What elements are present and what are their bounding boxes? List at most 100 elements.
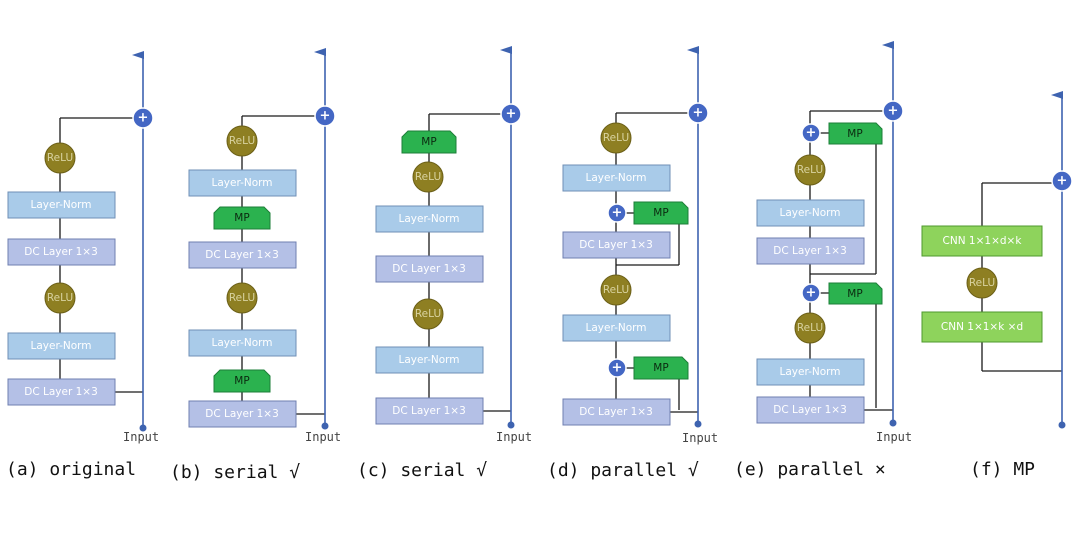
svg-text:ReLU: ReLU [229, 135, 255, 147]
layer-norm-box: Layer-Norm [7, 332, 116, 360]
mp-block: MP [213, 369, 271, 393]
layer-norm-box: Layer-Norm [188, 329, 297, 357]
layer-norm-box: Layer-Norm [562, 314, 671, 342]
panel-e-parallel: DC Layer 1×3 Layer-Norm ReLU + MP DC Lay… [734, 41, 912, 480]
plus-node: + [801, 283, 821, 303]
layer-norm-box: Layer-Norm [756, 358, 865, 386]
svg-text:+: + [806, 126, 817, 141]
plus-node: + [1051, 170, 1073, 192]
plus-node: + [882, 100, 904, 122]
dc-layer-box: DC Layer 1×3 [7, 378, 116, 406]
svg-text:DC Layer 1×3: DC Layer 1×3 [773, 404, 847, 416]
input-label: Input [305, 430, 341, 444]
svg-text:+: + [320, 109, 331, 124]
svg-text:+: + [693, 106, 704, 121]
panel-b-serial: DC Layer 1×3 MP Layer-Norm ReLU DC Layer… [170, 48, 341, 483]
dc-layer-box: DC Layer 1×3 [7, 238, 116, 266]
svg-text:DC Layer 1×3: DC Layer 1×3 [392, 263, 466, 275]
svg-text:MP: MP [421, 136, 436, 148]
svg-text:ReLU: ReLU [603, 284, 629, 296]
svg-text:+: + [138, 111, 149, 126]
relu-node: ReLU [600, 122, 632, 154]
svg-text:MP: MP [234, 375, 249, 387]
svg-text:MP: MP [653, 207, 668, 219]
layer-norm-box: Layer-Norm [375, 346, 484, 374]
svg-text:+: + [612, 206, 623, 221]
svg-text:CNN 1×1×d×k: CNN 1×1×d×k [943, 235, 1023, 247]
plus-node: + [687, 102, 709, 124]
svg-text:ReLU: ReLU [47, 292, 73, 304]
layer-norm-box: Layer-Norm [375, 205, 484, 233]
svg-text:+: + [888, 104, 899, 119]
layer-norm-box: Layer-Norm [7, 191, 116, 219]
panel-c-serial: DC Layer 1×3 Layer-Norm ReLU DC Layer 1×… [357, 46, 532, 481]
panel-a-original: DC Layer 1×3 Layer-Norm ReLU DC Layer 1×… [6, 51, 159, 480]
svg-text:MP: MP [653, 362, 668, 374]
caption-c: (c) serial √ [357, 460, 487, 481]
relu-node: ReLU [44, 142, 76, 174]
caption-f: (f) MP [970, 459, 1035, 480]
relu-node: ReLU [412, 161, 444, 193]
caption-e: (e) parallel × [734, 459, 886, 480]
panel-d-parallel: DC Layer 1×3 + MP Layer-Norm ReLU DC Lay… [547, 46, 718, 481]
dc-layer-box: DC Layer 1×3 [562, 231, 671, 259]
mp-block: MP [828, 122, 883, 145]
mp-block: MP [633, 201, 689, 225]
caption-b: (b) serial √ [170, 462, 300, 483]
svg-text:Layer-Norm: Layer-Norm [30, 340, 91, 352]
panel-f-mp: CNN 1×1×d×k ReLU CNN 1×1×k ×d + (f) MP [921, 91, 1073, 480]
mp-block: MP [401, 130, 457, 154]
plus-node: + [607, 358, 627, 378]
svg-text:+: + [506, 107, 517, 122]
relu-node: ReLU [226, 125, 258, 157]
mp-block: MP [828, 282, 883, 305]
svg-text:ReLU: ReLU [415, 308, 441, 320]
plus-node: + [314, 105, 336, 127]
dc-layer-box: DC Layer 1×3 [562, 398, 671, 426]
relu-node: ReLU [794, 154, 826, 186]
svg-text:Layer-Norm: Layer-Norm [211, 177, 272, 189]
svg-text:+: + [612, 361, 623, 376]
plus-node: + [607, 203, 627, 223]
caption-d: (d) parallel √ [547, 460, 699, 481]
dc-layer-box: DC Layer 1×3 [375, 397, 484, 425]
svg-text:Layer-Norm: Layer-Norm [779, 207, 840, 219]
mp-block: MP [633, 356, 689, 380]
dc-layer-box: DC Layer 1×3 [188, 241, 297, 269]
svg-text:ReLU: ReLU [969, 277, 995, 289]
dc-layer-box: DC Layer 1×3 [756, 396, 865, 424]
svg-text:Layer-Norm: Layer-Norm [398, 354, 459, 366]
svg-text:ReLU: ReLU [229, 292, 255, 304]
layer-norm-box: Layer-Norm [756, 199, 865, 227]
svg-text:Layer-Norm: Layer-Norm [211, 337, 272, 349]
relu-node: ReLU [600, 274, 632, 306]
dc-layer-box: DC Layer 1×3 [756, 237, 865, 265]
relu-node: ReLU [794, 312, 826, 344]
relu-node: ReLU [226, 282, 258, 314]
svg-text:MP: MP [234, 212, 249, 224]
relu-node: ReLU [412, 298, 444, 330]
input-label: Input [876, 430, 912, 444]
svg-text:ReLU: ReLU [797, 322, 823, 334]
caption-a: (a) original [6, 459, 136, 480]
plus-node: + [132, 107, 154, 129]
svg-text:ReLU: ReLU [415, 171, 441, 183]
plus-node: + [500, 103, 522, 125]
svg-text:Layer-Norm: Layer-Norm [30, 199, 91, 211]
input-label: Input [682, 431, 718, 445]
svg-text:DC Layer 1×3: DC Layer 1×3 [773, 245, 847, 257]
svg-text:CNN 1×1×k ×d: CNN 1×1×k ×d [941, 321, 1023, 333]
svg-text:MP: MP [847, 288, 862, 300]
input-label: Input [496, 430, 532, 444]
input-label: Input [123, 430, 159, 444]
svg-text:ReLU: ReLU [47, 152, 73, 164]
svg-text:+: + [806, 286, 817, 301]
relu-node: ReLU [44, 282, 76, 314]
plus-node: + [801, 123, 821, 143]
layer-norm-box: Layer-Norm [562, 164, 671, 192]
svg-text:MP: MP [847, 128, 862, 140]
svg-text:+: + [1057, 174, 1068, 189]
svg-text:DC Layer 1×3: DC Layer 1×3 [392, 405, 466, 417]
dc-layer-box: DC Layer 1×3 [375, 255, 484, 283]
